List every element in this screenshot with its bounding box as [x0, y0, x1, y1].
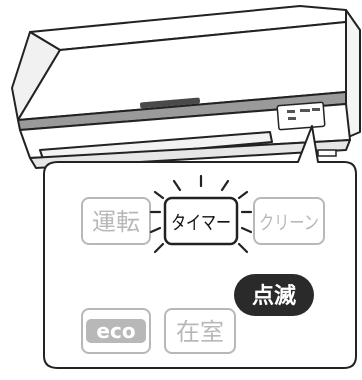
indicator-clean-frame — [253, 197, 325, 245]
indicator-eco: eco — [81, 308, 151, 354]
ac-clip — [317, 149, 337, 157]
indicator-clean-label: クリーン — [259, 212, 319, 234]
indicator-unten-label: 運転 — [92, 208, 140, 236]
ac-indicator-window — [276, 101, 326, 131]
blink-badge-label: 点滅 — [252, 283, 296, 309]
ac-window-mark — [300, 109, 310, 112]
indicator-timer-frame — [163, 196, 239, 246]
indicator-timer-label: タイマー — [171, 212, 231, 234]
indicator-zaishitsu: 在室 — [164, 308, 236, 354]
indicator-eco-label: eco — [96, 319, 135, 343]
ac-window-mark — [312, 108, 320, 111]
indicator-unten: 運転 — [81, 197, 151, 245]
indicator-zaishitsu-frame — [164, 308, 236, 354]
air-conditioner-unit — [11, 5, 361, 169]
blink-badge: 点滅 — [234, 274, 314, 316]
indicator-zaishitsu-label: 在室 — [176, 318, 224, 346]
ac-window-mark — [288, 117, 296, 120]
indicator-clean: クリーン — [253, 197, 325, 245]
ac-center-mark — [140, 97, 200, 109]
indicator-unten-frame — [81, 197, 151, 245]
indicator-timer: タイマー — [163, 196, 239, 246]
blink-badge-bg — [234, 274, 314, 316]
blink-rays-icon — [149, 174, 253, 254]
ac-window-mark — [287, 110, 295, 113]
indicator-eco-fill — [86, 319, 146, 343]
